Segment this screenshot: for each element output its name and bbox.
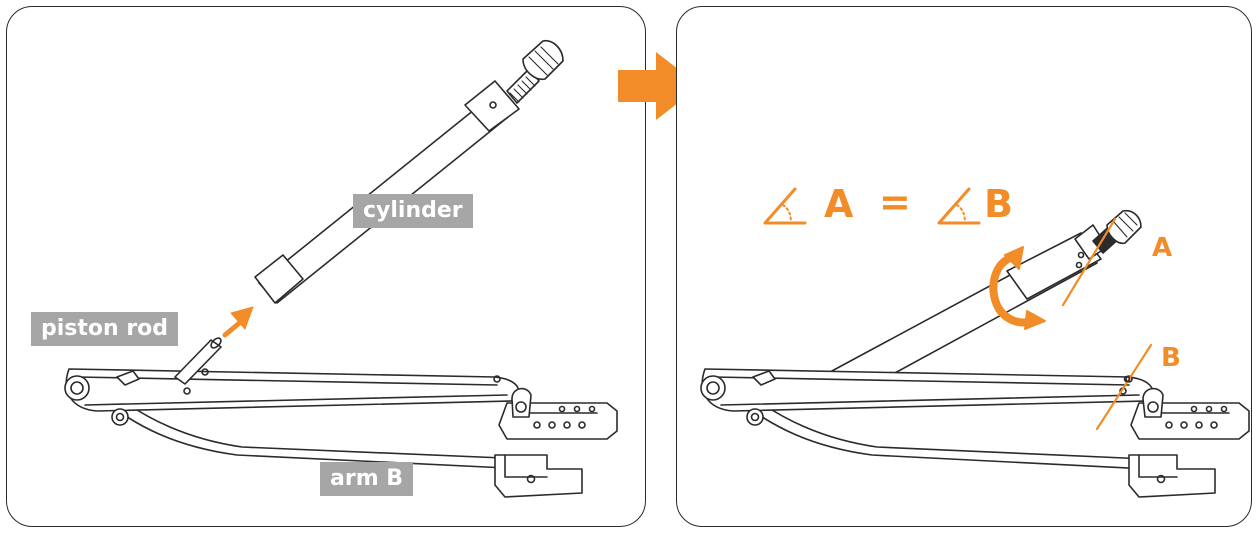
step-panel-right: A = B A B: [676, 6, 1252, 527]
marker-a-label: A: [1152, 233, 1173, 263]
formula-angle-a: A: [824, 182, 854, 226]
step-panel-left: cylinder piston rod arm B: [6, 6, 646, 527]
cylinder-label: cylinder: [353, 194, 473, 228]
right-arrow-icon: [618, 52, 700, 120]
bracket-assembly-drawing: [64, 39, 618, 498]
angle-icon: [937, 187, 981, 225]
assembled-bracket-drawing: [700, 187, 1250, 498]
formula-equals: =: [879, 180, 911, 224]
piston-rod-label: piston rod: [31, 312, 179, 346]
marker-b-label: B: [1161, 343, 1181, 373]
angle-icon: [763, 187, 807, 225]
formula-angle-b: B: [984, 182, 1013, 226]
arm-b-label: arm B: [320, 462, 414, 496]
insert-arrow-icon: [222, 306, 254, 338]
rotate-arrow-icon: [989, 246, 1046, 330]
